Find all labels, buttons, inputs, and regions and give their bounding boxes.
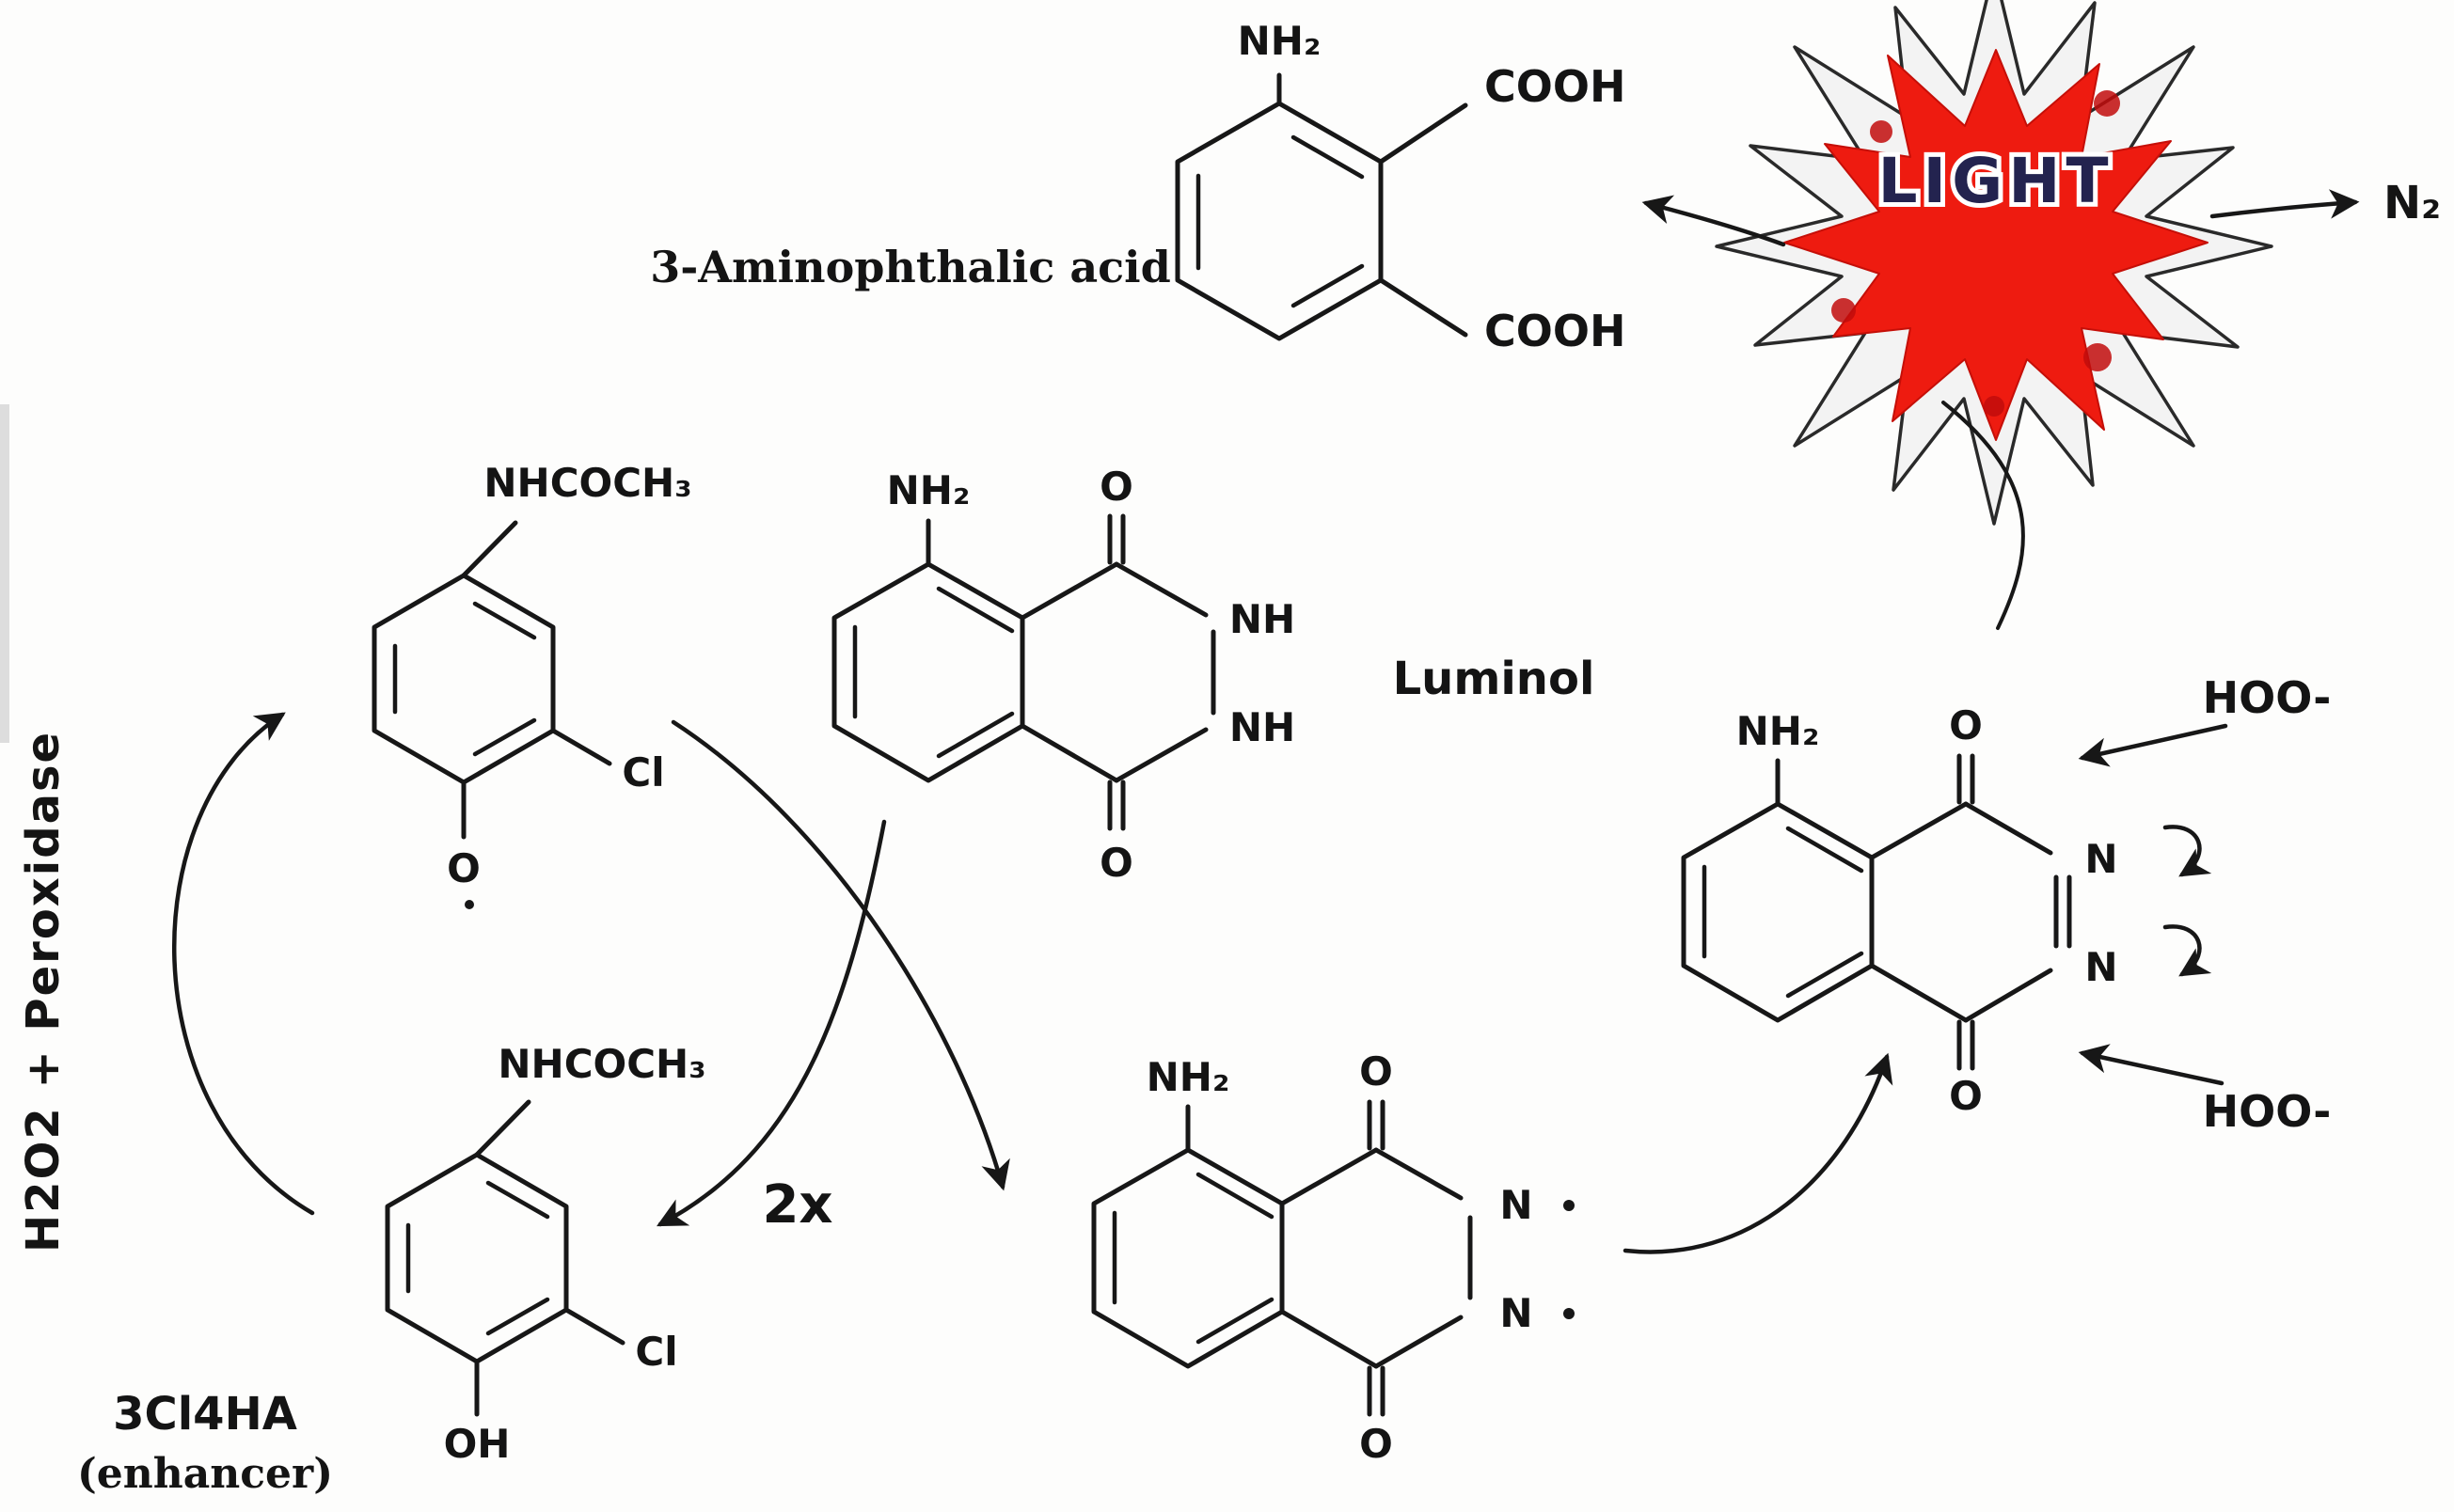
acetamido-label: NHCOCH₃	[498, 1041, 705, 1087]
amine-label: NH₂	[887, 467, 971, 513]
carbonyl-o-top-label: O	[1949, 702, 1983, 748]
amine-label: NH₂	[1736, 708, 1820, 754]
hoo-bottom-label: HOO-	[2203, 1086, 2332, 1137]
enhancer-name-label: 3Cl4HA	[113, 1388, 297, 1441]
carbonyl-o-bottom-label: O	[1100, 840, 1133, 886]
diazaquinone-bonds	[1681, 753, 2072, 1071]
carbonyl-o-top-label: O	[1100, 464, 1133, 510]
oxygen-radical-label: O	[447, 845, 481, 891]
burst-speck	[1984, 396, 2004, 417]
acetamido-label: NHCOCH₃	[483, 460, 691, 506]
n-bottom-label: N	[1499, 1290, 1532, 1336]
nh-top-label: NH	[1229, 596, 1295, 642]
luminol-radical-bonds	[1091, 1099, 1473, 1417]
chloro-label: Cl	[635, 1329, 677, 1375]
burst-speck	[1870, 120, 1892, 143]
aminophthalic-name-label: 3-Aminophthalic acid	[650, 242, 1171, 292]
enhancer-sub-label: (enhancer)	[77, 1450, 333, 1498]
radical-dot	[1563, 1308, 1575, 1319]
radical-dot	[1563, 1200, 1575, 1211]
arrow-luminol-to-cycle	[657, 819, 887, 1227]
amine-label: NH₂	[1147, 1054, 1230, 1100]
diazaquinone-structure: NH₂ O N N O	[1681, 702, 2212, 1119]
arrow-hoo-bottom	[2078, 1044, 2224, 1086]
n2-label: N₂	[2383, 177, 2441, 229]
amine-label: NH₂	[1238, 18, 1322, 64]
luminol-structure: NH₂ O NH NH O	[831, 464, 1295, 886]
hoo-top-label: HOO-	[2203, 672, 2332, 723]
arrow-burst-to-n2	[2209, 189, 2360, 219]
burst-speck	[2094, 90, 2120, 117]
chloro-label: Cl	[622, 749, 664, 795]
cooh-bottom-label: COOH	[1484, 306, 1625, 356]
arrow-hoo-top	[2078, 723, 2228, 767]
arrow-radical-to-diazaquinone	[1623, 1052, 1893, 1254]
peroxidase-label: H2O2 + Peroxidase	[17, 731, 70, 1252]
scan-artifact	[0, 404, 9, 743]
carbonyl-o-bottom-label: O	[1359, 1421, 1393, 1467]
arrow-burst-to-acid	[1641, 195, 1786, 247]
cycle-arrow-left	[171, 712, 315, 1216]
luminol-name-label: Luminol	[1393, 653, 1595, 705]
burst-tail-curve	[1941, 401, 2025, 630]
arrow-cycle-to-radical	[671, 719, 1010, 1191]
phenoxy-radical-structure: NHCOCH₃ Cl O	[372, 460, 692, 909]
phenol-enhancer-structure: NHCOCH₃ Cl OH	[385, 1041, 706, 1467]
stoichiometry-label: 2x	[762, 1174, 832, 1236]
n-top-label: N	[2084, 836, 2117, 882]
aminophthalic-bonds	[1175, 72, 1468, 341]
phenoxy-bonds	[372, 520, 612, 840]
n-bottom-label: N	[2084, 944, 2117, 990]
electron-curl-top	[2162, 825, 2212, 877]
carbonyl-o-bottom-label: O	[1949, 1073, 1983, 1119]
burst-speck	[1831, 298, 1856, 323]
carbonyl-o-top-label: O	[1359, 1048, 1393, 1095]
electron-curl-bottom	[2162, 924, 2212, 977]
luminol-bonds	[831, 513, 1216, 831]
hydroxyl-label: OH	[444, 1421, 511, 1467]
aminophthalic-acid-structure: NH₂ COOH COOH	[1175, 18, 1625, 356]
luminol-radical-structure: NH₂ O N N O	[1091, 1048, 1575, 1467]
n-top-label: N	[1499, 1182, 1532, 1228]
burst-speck	[2083, 343, 2112, 371]
radical-dot	[465, 900, 474, 909]
nh-bottom-label: NH	[1229, 704, 1295, 750]
phenol-bonds	[385, 1099, 625, 1417]
cooh-top-label: COOH	[1484, 61, 1625, 112]
light-burst: LIGHT	[1715, 0, 2273, 526]
light-label: LIGHT	[1877, 145, 2114, 217]
